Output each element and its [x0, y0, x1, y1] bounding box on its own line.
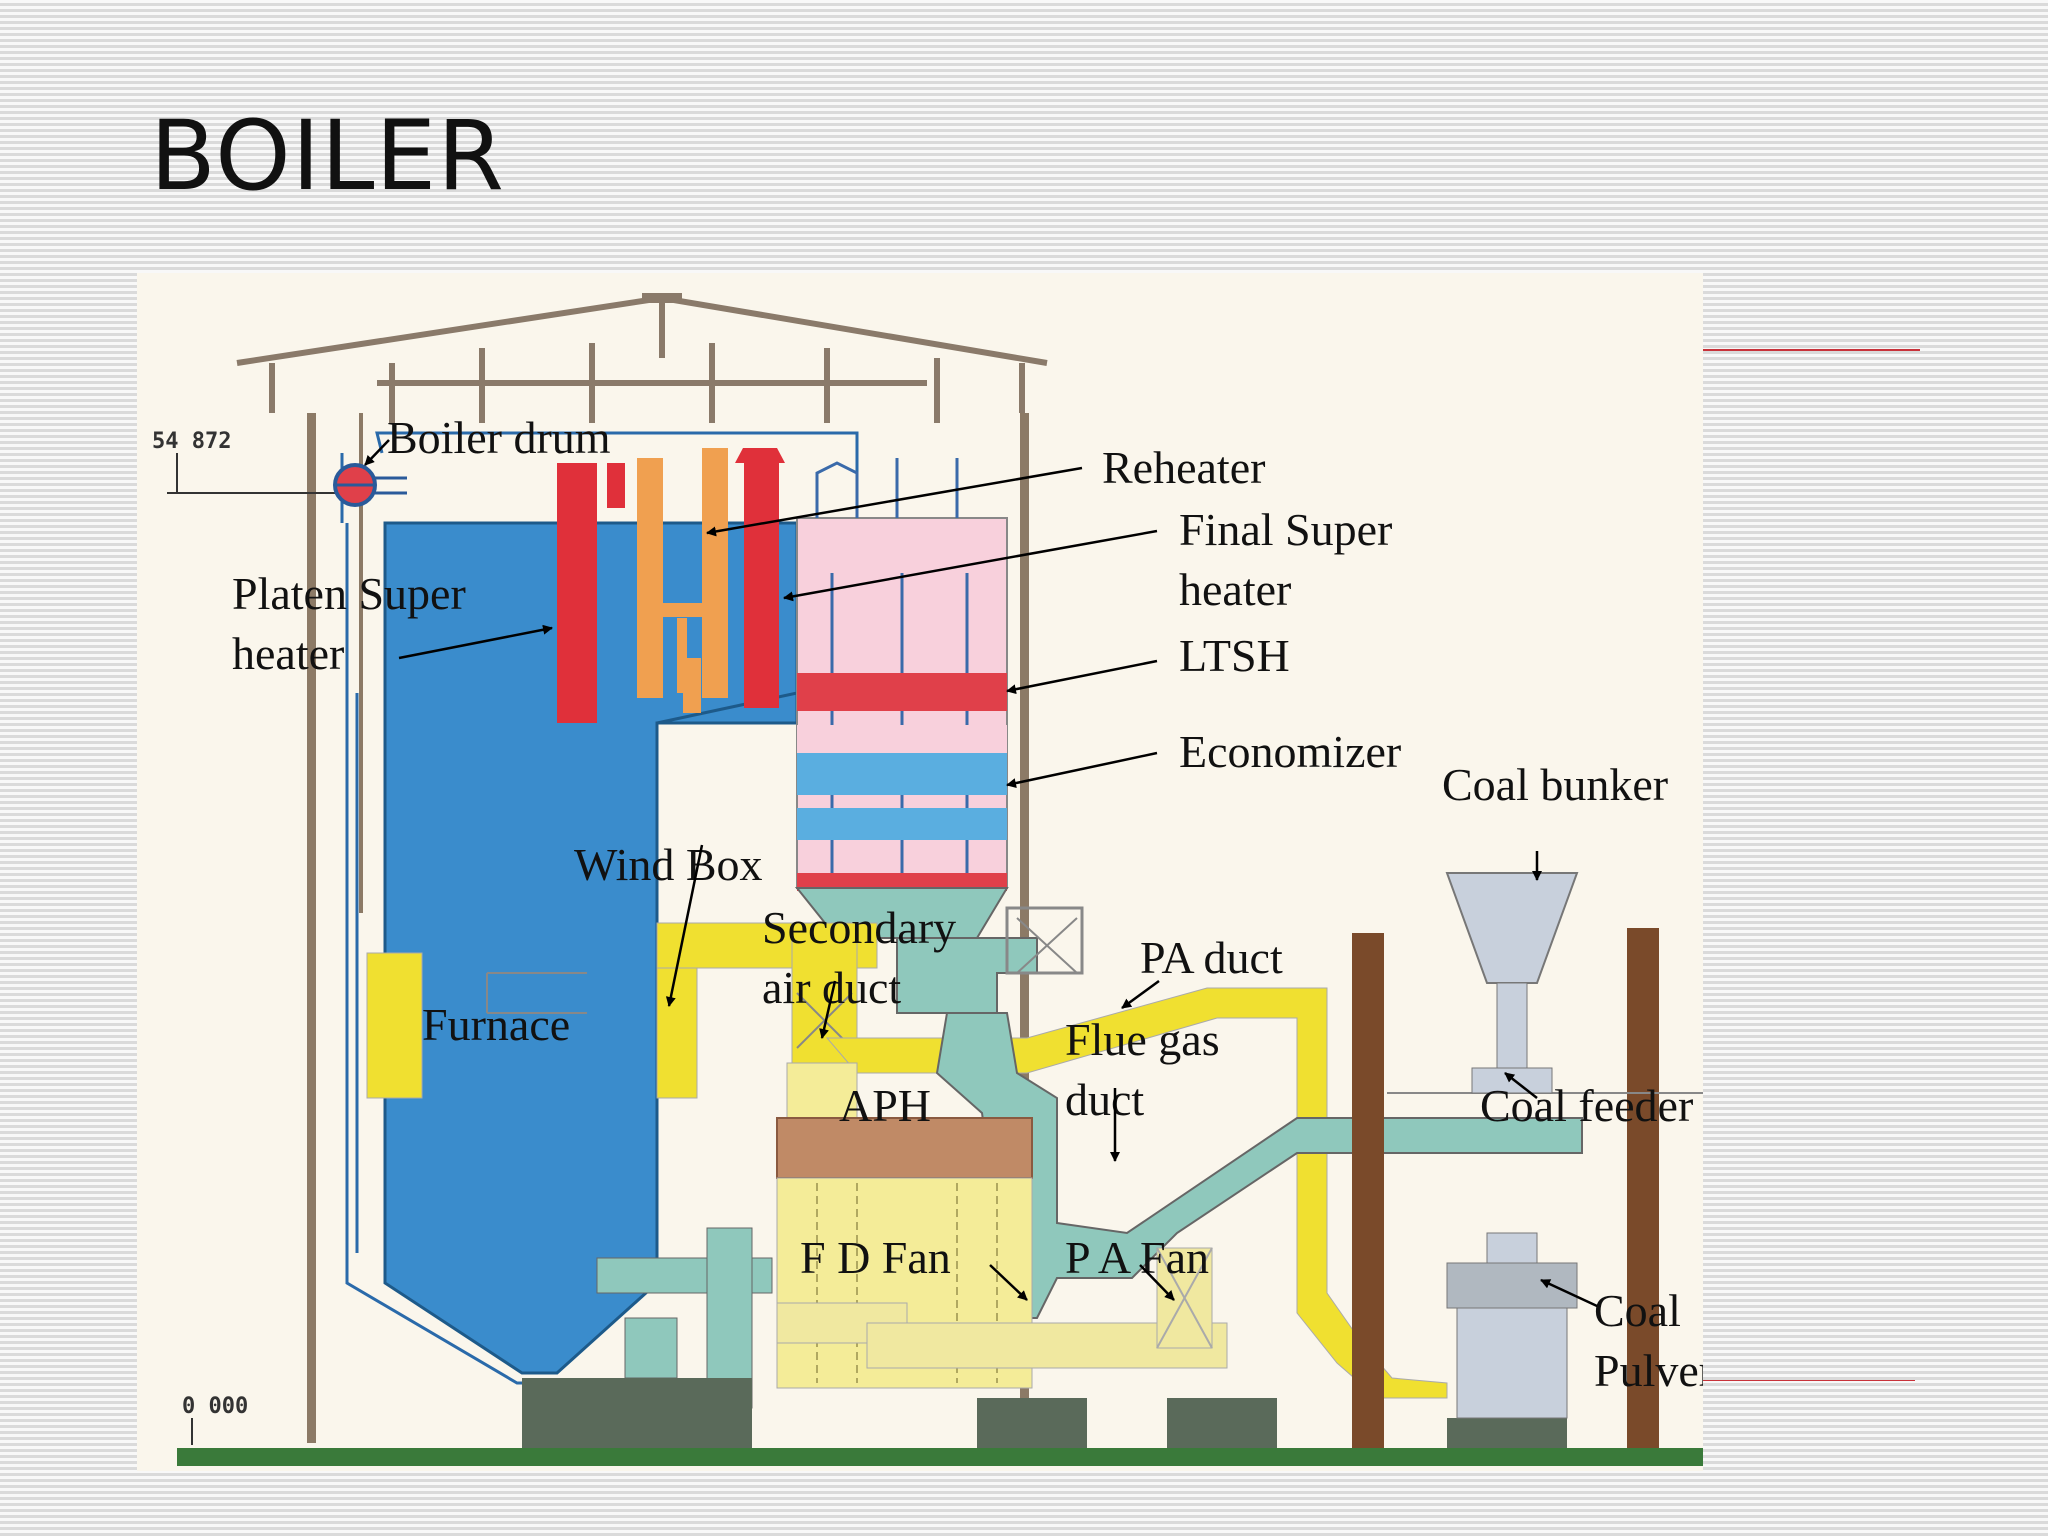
reheater [637, 448, 728, 713]
arrow-platen-super-heater [398, 624, 553, 660]
label-platen-super-heater-2: heater [232, 628, 344, 679]
label-coal-pulverizer-2: Pulverizer [1594, 1345, 1703, 1396]
label-coal-bunker: Coal bunker [1442, 759, 1668, 810]
structure-column-2 [1627, 928, 1659, 1448]
final-super-heater [735, 448, 785, 708]
label-fd-fan: F D Fan [800, 1232, 951, 1283]
label-ltsh: LTSH [1179, 630, 1290, 681]
boiler-diagram: 54 872 0 000 [137, 273, 1703, 1471]
label-secondary-air-duct-2: air duct [762, 962, 901, 1013]
label-coal-pulverizer-1: Coal [1594, 1285, 1681, 1336]
ground [177, 1448, 1703, 1466]
structure-column-1 [1352, 933, 1384, 1448]
pa-duct-damper [1005, 906, 1084, 975]
elevation-top: 54 872 [152, 429, 231, 454]
label-pa-fan: P A Fan [1065, 1232, 1209, 1283]
arrow-final-super-heater [783, 529, 1158, 602]
economizer-inlet [797, 873, 1007, 891]
pulverizer-upper [1446, 1262, 1578, 1309]
boiler-drum [333, 463, 407, 507]
fan-box-marks [1156, 1247, 1213, 1349]
aph-top-duct [786, 1062, 858, 1119]
label-pa-duct: PA duct [1140, 932, 1283, 983]
economizer-coil-2 [797, 808, 1007, 840]
coal-pulverizer [1456, 1307, 1568, 1419]
economizer-coil-1 [797, 753, 1007, 795]
coal-bunker [1445, 872, 1579, 984]
arrow-pa-duct [1121, 979, 1160, 1010]
label-reheater: Reheater [1102, 442, 1265, 493]
backpass-gap-1 [797, 725, 1007, 753]
label-boiler-drum: Boiler drum [387, 412, 611, 463]
wind-box-left [366, 952, 423, 1099]
arrow-coal-feeder [1504, 1072, 1538, 1099]
arrow-wind-box [665, 844, 704, 1007]
pa-duct [825, 987, 1448, 1399]
foundations [522, 1378, 1567, 1453]
label-furnace: Furnace [422, 999, 570, 1050]
arrow-economizer [1006, 751, 1158, 789]
aph-duct-lines [816, 1183, 998, 1383]
label-aph: APH [839, 1080, 931, 1131]
label-platen-super-heater-1: Platen Super [232, 568, 466, 619]
label-wind-box: Wind Box [574, 839, 763, 890]
arrow-ltsh [1006, 659, 1158, 695]
label-flue-gas-duct-2: duct [1065, 1074, 1144, 1125]
diagram-labels: Boiler drum Reheater Final Super heater … [232, 412, 1703, 1396]
arrow-fd-fan [989, 1264, 1028, 1301]
label-final-super-heater-1: Final Super [1179, 504, 1392, 555]
boiler-diagram-svg: 54 872 0 000 [152, 293, 1703, 1466]
decorative-divider-top [1700, 349, 1920, 351]
pulverizer-top [1486, 1232, 1538, 1264]
arrow-coal-pulverizer [1540, 1278, 1598, 1308]
ltsh [797, 673, 1007, 711]
arrow-reheater [706, 466, 1083, 537]
label-flue-gas-duct-1: Flue gas [1065, 1014, 1220, 1065]
slide-title: BOILER [150, 100, 505, 212]
label-secondary-air-duct-1: Secondary [762, 902, 956, 953]
decorative-divider-bottom [1700, 1380, 1915, 1381]
arrow-boiler-drum [364, 439, 390, 466]
arrow-pa-fan [1139, 1264, 1175, 1301]
leader-arrows [364, 439, 1598, 1308]
label-economizer: Economizer [1179, 726, 1401, 777]
hopper-connection [896, 937, 1038, 1014]
roof-structure [236, 293, 1048, 423]
building-columns [307, 413, 1029, 1443]
bunker-downspout [1496, 982, 1528, 1074]
label-final-super-heater-2: heater [1179, 564, 1291, 615]
arrow-secondary-air-duct [819, 980, 837, 1039]
elevation-ground: 0 000 [182, 1394, 248, 1419]
aph [776, 1117, 1033, 1179]
label-coal-feeder: Coal feeder [1480, 1080, 1693, 1131]
platen-super-heater [557, 463, 625, 723]
ash-hopper [624, 1317, 678, 1379]
